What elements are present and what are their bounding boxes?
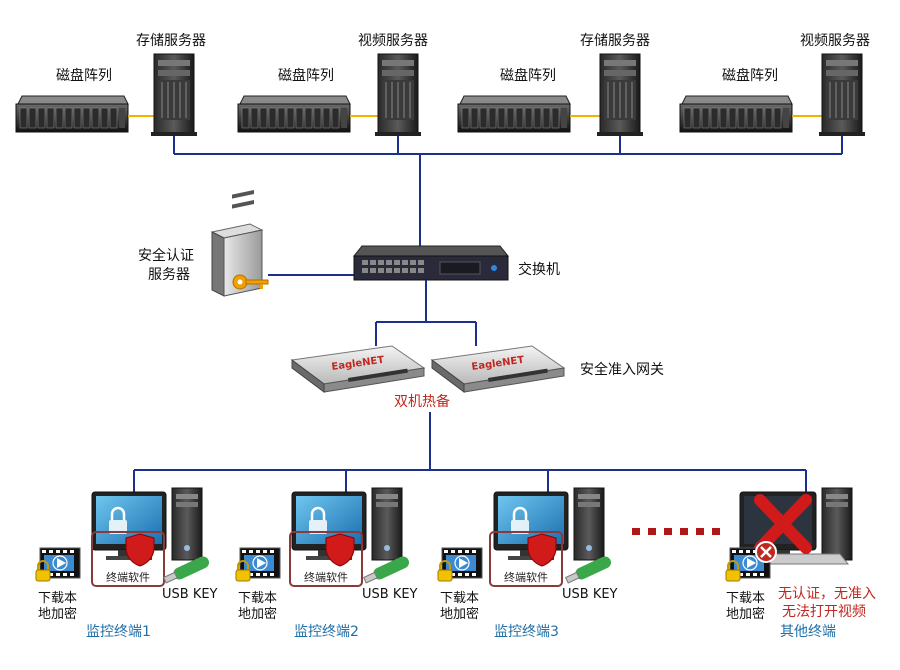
disk-array [15,95,129,133]
key-icon [232,274,269,290]
software-box [489,531,563,587]
encrypt-label-line2: 地加密 [38,606,77,622]
gateway-device-2 [431,345,565,393]
encrypt-label-line1: 下载本 [238,591,277,606]
server-tower [374,53,422,137]
auth-server-label-line2: 服务器 [148,267,190,283]
gateway-links [375,280,477,470]
encrypt-label-line2: 地加密 [238,606,277,622]
disk-array-label: 磁盘阵列 [278,67,334,84]
close-icon [755,541,777,563]
terminal-1: 终端软件 USB KEY 下载本 地加密 监控终端1 [35,487,218,640]
server-label: 存储服务器 [136,33,206,49]
top-group-4: 磁盘阵列 视频服务器 [679,33,870,137]
warn-label-line2: 无法打开视频 [782,603,866,620]
shield-icon [125,533,155,567]
server-label: 视频服务器 [358,33,428,49]
software-label: 终端软件 [106,570,150,584]
software-label: 终端软件 [504,570,548,584]
top-group-2: 磁盘阵列 视频服务器 [237,33,428,137]
ha-label: 双机热备 [394,393,450,410]
film-lock-icon [235,547,281,582]
switch-label: 交换机 [518,261,560,278]
auth-server-label-line1: 安全认证 [138,247,194,264]
deny-x-icon [754,494,812,554]
server-label: 视频服务器 [800,33,870,49]
disk-array-label: 磁盘阵列 [722,67,778,84]
server-label: 存储服务器 [580,33,650,49]
disk-array [457,95,571,133]
switch: 交换机 [352,245,560,281]
shield-icon [325,533,355,567]
shield-icon [527,533,557,567]
terminal-2: 终端软件 USB KEY 下载本 地加密 监控终端2 [235,487,418,640]
gateway-label: 安全准入网关 [580,361,664,378]
gateway-device-1 [291,345,425,393]
encrypt-label-line2: 地加密 [726,606,765,622]
other-terminal: 下载本 地加密 无认证，无准入 无法打开视频 其他终端 [725,487,876,640]
software-box [289,531,363,587]
encrypt-label-line1: 下载本 [726,591,765,606]
terminal-name: 监控终端3 [494,624,559,640]
server-tower [596,53,644,137]
terminal-name: 监控终端1 [86,624,151,640]
usb-label: USB KEY [162,587,218,602]
top-group-1: 磁盘阵列 存储服务器 [15,33,206,137]
bottom-bus [133,469,807,492]
encrypt-label-line1: 下载本 [38,591,77,606]
disk-array-label: 磁盘阵列 [56,67,112,84]
usb-label: USB KEY [362,587,418,602]
disk-array-label: 磁盘阵列 [500,67,556,84]
usb-label: USB KEY [562,587,618,602]
server-tower [150,53,198,137]
terminal-3: 终端软件 USB KEY 下载本 地加密 监控终端3 [437,487,618,640]
encrypt-label-line2: 地加密 [440,606,479,622]
terminal-name: 其他终端 [780,624,836,640]
auth-server: 安全认证 服务器 [138,190,354,297]
software-box [91,531,165,587]
encrypt-label-line1: 下载本 [440,591,479,606]
terminal-name: 监控终端2 [294,624,359,640]
software-label: 终端软件 [304,570,348,584]
top-backbone [173,134,843,248]
server-tower [818,53,866,137]
film-lock-icon [35,547,81,582]
disk-array [237,95,351,133]
film-lock-icon [437,547,483,582]
top-group-3: 磁盘阵列 存储服务器 [457,33,650,137]
warn-label-line1: 无认证，无准入 [778,586,876,602]
more-terminals-ellipsis [632,528,720,535]
disk-array [679,95,793,133]
